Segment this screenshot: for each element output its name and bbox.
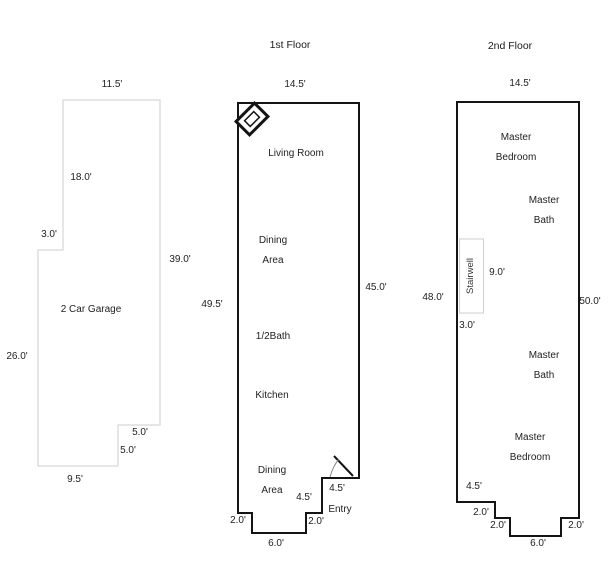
fireplace-icon <box>233 100 271 138</box>
entry-door-swing-icon <box>329 455 354 478</box>
first-floor-outline <box>237 102 360 534</box>
garage-outline <box>37 99 161 467</box>
second-floor-outline <box>456 101 580 537</box>
stairwell-box <box>459 238 484 314</box>
